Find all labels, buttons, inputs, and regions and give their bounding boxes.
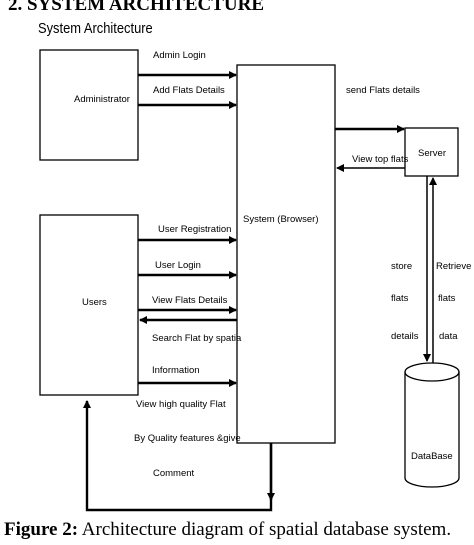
- store-label-1: store: [391, 261, 412, 272]
- retrieve-label-3: data: [439, 331, 458, 342]
- view-flats-details-label: View Flats Details: [152, 295, 228, 306]
- retrieve-label-1: Retrieve: [436, 261, 471, 272]
- database-label: DataBase: [411, 451, 453, 462]
- admin-login-label: Admin Login: [153, 50, 206, 61]
- user-login-label: User Login: [155, 260, 201, 271]
- add-flats-label: Add Flats Details: [153, 85, 225, 96]
- information-label: Information: [152, 365, 200, 376]
- send-flats-label: send Flats details: [346, 85, 420, 96]
- administrator-label: Administrator: [74, 94, 130, 105]
- figure-caption: Figure 2: Architecture diagram of spatia…: [4, 519, 451, 541]
- system-box: [236, 64, 336, 444]
- user-registration-label: User Registration: [158, 224, 231, 235]
- server-label: Server: [418, 148, 446, 159]
- diagram-subheading: System Architecture: [38, 20, 153, 37]
- section-heading: 2. SYSTEM ARCHITECTURE: [8, 0, 265, 15]
- retrieve-label-2: flats: [438, 293, 456, 304]
- server-box: [404, 127, 459, 177]
- database-cylinder: [404, 362, 460, 488]
- caption-text: Architecture diagram of spatial database…: [78, 519, 452, 540]
- administrator-box: [39, 49, 139, 161]
- comment-label: Comment: [153, 468, 195, 479]
- store-label-2: flats: [391, 293, 409, 304]
- store-label-3: details: [391, 331, 419, 342]
- search-flat-label: Search Flat by spatia: [152, 333, 242, 344]
- caption-lead: Figure 2:: [4, 519, 79, 540]
- view-high-quality-label: View high quality Flat: [136, 399, 226, 410]
- view-top-flats-label: View top flats: [352, 154, 409, 165]
- users-label: Users: [82, 297, 107, 308]
- users-box: [39, 214, 139, 396]
- system-label: System (Browser): [243, 214, 318, 225]
- by-quality-label: By Quality features &give: [134, 433, 241, 444]
- feedback-loop-arrow: [83, 400, 273, 512]
